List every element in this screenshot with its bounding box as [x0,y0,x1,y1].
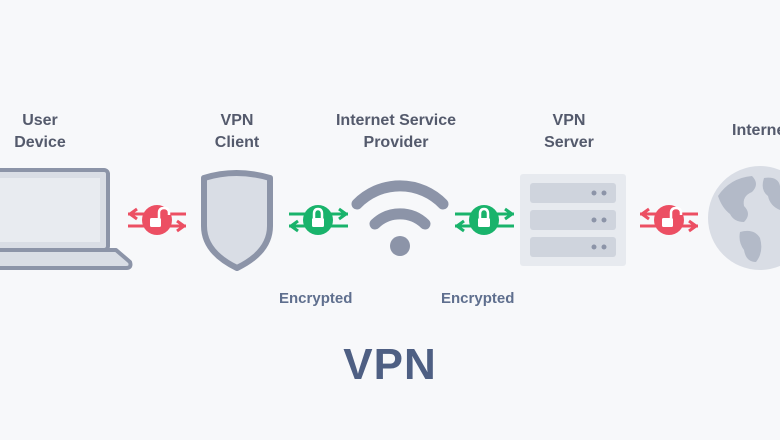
wifi-icon [351,180,449,256]
isp-label-line2: Provider [363,134,429,151]
unlocked-padlock-icon [128,205,186,235]
laptop-icon [0,168,133,270]
globe-icon [708,166,780,270]
unlocked-padlock-icon [640,205,698,235]
locked-padlock-icon [455,205,514,235]
shield-icon [201,170,273,271]
internet-label-line1: Internet [732,122,780,139]
user-device-label-line2: Device [14,134,66,151]
vpn-server-label: VPN Server [519,110,619,154]
user-device-label: User Device [0,110,80,154]
server-icon [520,174,626,266]
encrypted-label-1: Encrypted [279,290,353,307]
vpn-server-label-line2: Server [544,134,594,151]
vpn-server-label-line1: VPN [552,112,586,129]
internet-label: Internet [732,120,780,142]
vpn-client-label-line2: Client [214,134,260,151]
diagram-title: VPN [343,340,437,389]
encrypted-label-2: Encrypted [441,290,515,307]
vpn-client-label-line1: VPN [220,112,254,129]
locked-padlock-icon [289,205,348,235]
user-device-label-line1: User [22,112,58,129]
isp-label: Internet Service Provider [316,110,476,154]
vpn-client-label: VPN Client [187,110,287,154]
isp-label-line1: Internet Service [335,112,457,129]
